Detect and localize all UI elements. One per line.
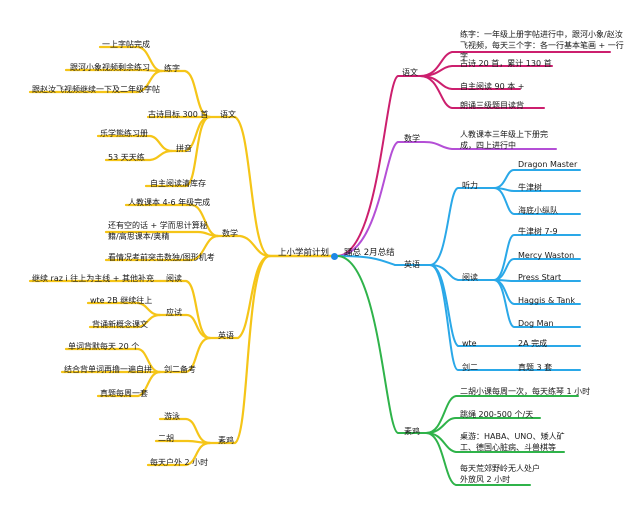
right-shuxue-node[interactable]: 数学	[404, 134, 420, 143]
right-yuwen-item[interactable]: 古诗 20 首，累计 130 首	[460, 59, 552, 68]
link-root-shuxue	[216, 234, 272, 258]
left-yingshi-item[interactable]: wte 2B 继续往上	[90, 296, 153, 305]
link-root-yuwen	[208, 115, 272, 258]
left-lianzi-item[interactable]: 一上字帖完成	[102, 40, 150, 49]
right-tingli-item[interactable]: 海底小纵队	[518, 206, 558, 215]
right-yuwen-node[interactable]: 语文	[402, 68, 418, 77]
right-tingli-item[interactable]: Dragon Master	[518, 160, 578, 169]
left-jianer-item[interactable]: 结合背单词再撸一遍自拼	[64, 365, 152, 374]
left-yuedu-node[interactable]: 阅读	[166, 274, 182, 283]
right-yuedu-item[interactable]: 牛津树 7-9	[518, 227, 558, 236]
right-sucai-item[interactable]: 二胡小课每周一次，每天练琴 1 小时	[460, 387, 591, 396]
left-yingshi-item[interactable]: 背诵新概念课文	[92, 320, 148, 329]
right-yuwen-item[interactable]: 朗诵三级题目读背	[460, 101, 524, 110]
left-pinyin-item[interactable]: 53 天天练	[108, 153, 145, 162]
right-sucai-node[interactable]: 素鸡	[404, 427, 420, 436]
summary-node[interactable]: 踊总 2月总结	[344, 248, 395, 258]
left-shuxue-node[interactable]: 数学	[222, 229, 238, 238]
right-sucai-item[interactable]: 跳绳 200-500 个/天	[460, 410, 534, 419]
left-pinyin-item[interactable]: 乐学熊练习册	[100, 129, 148, 138]
right-tingli-node[interactable]: 听力	[462, 181, 478, 190]
root-node[interactable]: 上小学前计划	[278, 248, 330, 258]
left-jianer-item[interactable]: 单词背默每天 20 个	[68, 342, 140, 351]
right-wte-item[interactable]: 2A 完成	[518, 339, 548, 348]
left-jianer-item[interactable]: 真题每周一套	[100, 389, 148, 398]
left-yingshi-node[interactable]: 应试	[166, 308, 182, 317]
right-jianer-item[interactable]: 真题 3 套	[518, 363, 553, 372]
left-sucai-item[interactable]: 游泳	[164, 412, 180, 421]
left-yuwen-node[interactable]: 语文	[220, 110, 236, 119]
left-sucai-item[interactable]: 每天户外 2 小时	[150, 458, 209, 467]
right-yingyu-node[interactable]: 英语	[404, 260, 420, 269]
right-sucai-item[interactable]: 每天荒郊野岭无人处户外放风 2 小时	[460, 464, 540, 484]
link-root-sucai	[208, 254, 272, 445]
right-yuedu-item[interactable]: Press Start	[518, 273, 562, 282]
right-sucai-item[interactable]: 桌游：HABA、UNO、矮人矿工、德国心脏病、斗兽棋等	[460, 432, 565, 452]
left-gushi-node[interactable]: 古诗目标 300 首	[148, 110, 209, 119]
left-yuedu-item[interactable]: 继续 raz i 往上为主线 + 其他补充	[32, 274, 155, 283]
right-yuwen-item[interactable]: 练字：一年级上册字帖进行中，跟河小象/赵汝飞视频，每天三个字：各一行基本笔画 +…	[460, 30, 624, 61]
right-yuedu-item[interactable]: Haggis & Tank	[518, 296, 575, 305]
right-jianer-node[interactable]: 剑二	[462, 363, 478, 372]
right-yuwen-item[interactable]: 自主阅读 90 本 +	[460, 82, 525, 91]
center-node-dot	[331, 252, 338, 260]
left-shuxue-item[interactable]: 人教课本 4-6 年级完成	[128, 198, 211, 207]
right-yuedu-item[interactable]: Mercy Waston	[518, 251, 575, 260]
left-lianzi-item[interactable]: 跟赵汝飞视频继续一下及二年级字帖	[32, 85, 160, 94]
left-sucai-node[interactable]: 素鸡	[218, 436, 234, 445]
left-sucai-item[interactable]: 二胡	[158, 434, 174, 443]
right-wte-node[interactable]: wte	[462, 339, 477, 348]
right-tingli-item[interactable]: 牛津树	[518, 183, 542, 192]
left-shuxue-item[interactable]: 看情况考前突击数独/图形机考	[108, 253, 215, 262]
left-zizhu-node[interactable]: 自主阅读清库存	[150, 179, 206, 188]
right-yuedu-node[interactable]: 阅读	[462, 273, 478, 282]
left-yingyu-node[interactable]: 英语	[218, 331, 234, 340]
left-pinyin-node[interactable]: 拼音	[176, 144, 192, 153]
left-lianzi-node[interactable]: 练字	[164, 64, 180, 73]
left-shuxue-item[interactable]: 还有空的话 + 学而思计算秘籍/高思课本/奥精	[108, 221, 208, 241]
left-lianzi-item[interactable]: 跟河小象视频剩余练习	[70, 63, 150, 72]
right-shuxue-item[interactable]: 人教课本三年级上下册完成，四上进行中	[460, 130, 548, 150]
left-jianer-node[interactable]: 剑二备考	[164, 365, 196, 374]
right-yuedu-item[interactable]: Dog Man	[518, 319, 554, 328]
